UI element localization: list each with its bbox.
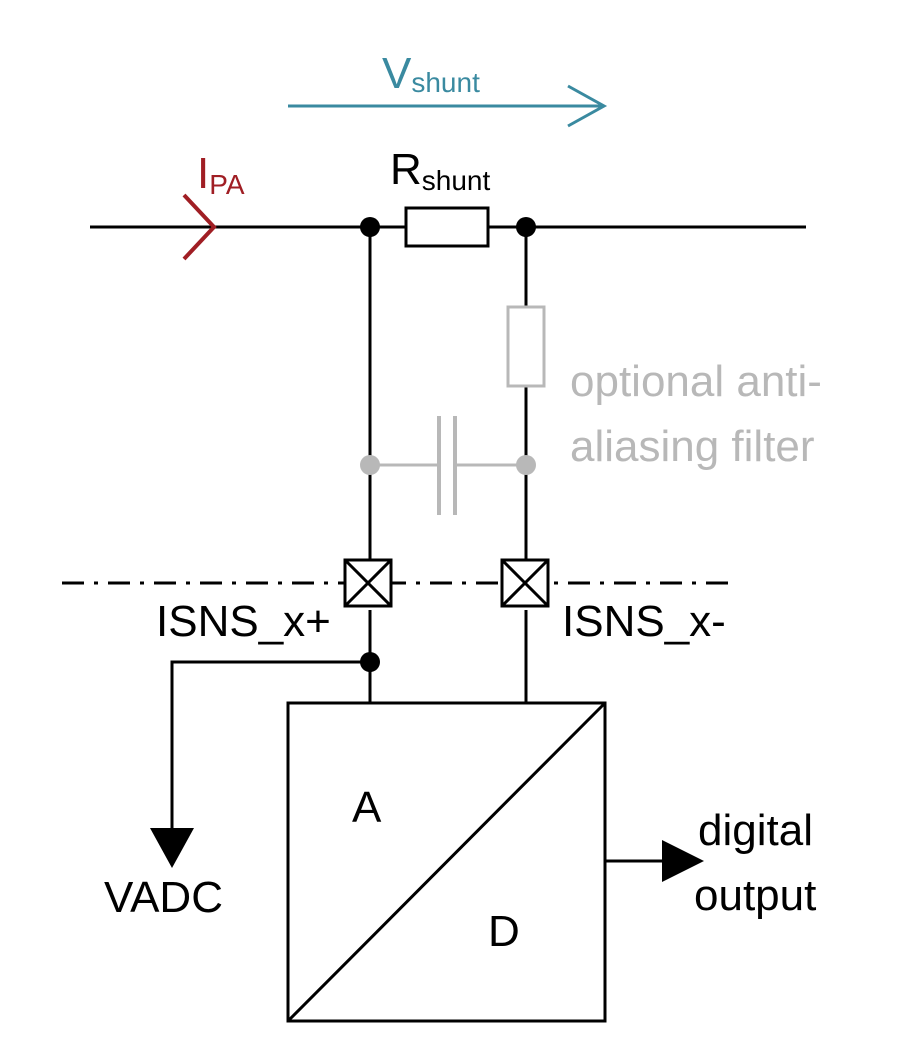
digital-output-arrow-head	[662, 840, 704, 882]
optional-filter: optional anti- aliasing filter	[360, 305, 822, 515]
vshunt-label: Vshunt	[382, 49, 480, 98]
digital-output-label-line2: output	[694, 871, 816, 920]
adc-a-label: A	[352, 783, 382, 832]
adc-diagonal	[286, 701, 607, 1023]
rshunt-label: Rshunt	[390, 145, 490, 196]
pin-isns-plus	[343, 558, 393, 608]
ipa-current-arrow	[182, 193, 217, 261]
isns-minus-label: ISNS_x-	[562, 597, 726, 646]
isns-plus-label: ISNS_x+	[156, 597, 331, 646]
rshunt-resistor	[404, 206, 490, 248]
pin-isns-minus	[500, 558, 550, 608]
vadc-wire	[170, 660, 370, 830]
vadc-arrow-head	[150, 828, 194, 868]
filter-dot-right	[516, 455, 536, 475]
filter-label-line2: aliasing filter	[570, 422, 815, 471]
ipa-label: IPA	[197, 149, 245, 200]
digital-output-label-line1: digital	[698, 806, 813, 855]
filter-dot-left	[360, 455, 380, 475]
vadc-label: VADC	[104, 873, 223, 922]
filter-label-line1: optional anti-	[570, 357, 822, 406]
filter-resistor	[506, 305, 546, 388]
vshunt-arrow	[288, 84, 608, 128]
adc-d-label: D	[488, 907, 520, 956]
